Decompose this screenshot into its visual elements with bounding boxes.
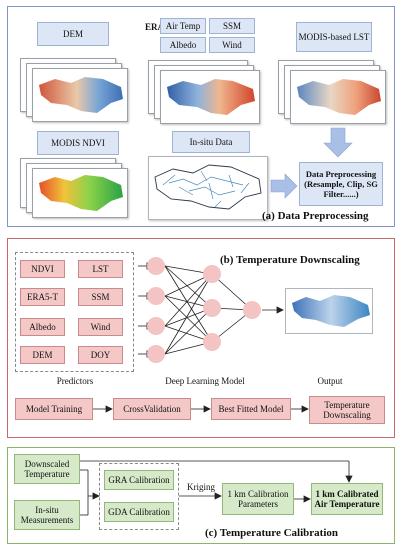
predictors-group <box>15 252 134 372</box>
predictor-label: DOY <box>90 350 111 360</box>
calibration-parameters-label: 1 km Calibration Parameters <box>227 488 289 509</box>
output-map-graphic <box>292 295 370 327</box>
output-map <box>285 288 373 334</box>
predictor-label: ERA5-T <box>27 292 58 302</box>
era5-var-label: Wind <box>222 40 242 50</box>
dem-label: DEM <box>63 29 83 39</box>
model-training-box: Model Training <box>15 398 93 420</box>
predictor-label: Wind <box>90 322 111 332</box>
nn-input-node <box>147 317 165 335</box>
downscaled-temperature-label: Downscaled Temperature <box>24 458 70 479</box>
in-situ-data-box: In-situ Data <box>172 131 250 153</box>
panel-temperature-calibration <box>7 447 395 544</box>
temperature-downscaling-box: Temperature Downscaling <box>309 396 385 424</box>
modis-lst-label: MODIS-based LST <box>298 32 370 42</box>
predictor-era5-t: ERA5-T <box>20 288 65 306</box>
right-arrow-to-preprocessing <box>270 173 298 199</box>
modis-ndvi-label: MODIS NDVI <box>51 138 105 148</box>
predictor-doy: DOY <box>78 346 123 364</box>
panel-data-preprocessing <box>7 6 395 227</box>
era5-air-temp-box: Air Temp <box>160 18 206 34</box>
predictor-label: LST <box>92 264 109 274</box>
era5-map <box>160 70 260 124</box>
in-situ-data-label: In-situ Data <box>189 137 233 147</box>
calibration-methods-group <box>99 463 179 530</box>
era5-var-label: Air Temp <box>165 21 201 31</box>
gda-calibration-box: GDA Calibration <box>104 502 174 522</box>
dem-map <box>32 68 128 122</box>
era5-label: ERA5 <box>145 22 169 33</box>
era5-ssm-box: SSM <box>209 18 255 34</box>
best-fitted-model-box: Best Fitted Model <box>211 398 291 420</box>
nn-input-node <box>147 345 165 363</box>
in-situ-measurements-label: In-situ Measurements <box>20 504 74 525</box>
predictor-label: DEM <box>32 350 53 360</box>
output-label: Output <box>317 376 343 386</box>
era5-var-label: Albedo <box>169 40 197 50</box>
nn-input-node <box>147 287 165 305</box>
predictor-ssm: SSM <box>78 288 123 306</box>
predictor-label: NDVI <box>31 264 54 274</box>
flow-label: Temperature Downscaling <box>323 399 371 420</box>
dem-map-graphic <box>39 77 123 113</box>
calibrated-air-temperature-label: 1 km Calibrated Air Temperature <box>314 488 380 509</box>
flow-label: Best Fitted Model <box>218 404 284 414</box>
predictor-albedo: Albedo <box>20 318 65 336</box>
calibration-parameters-box: 1 km Calibration Parameters <box>222 483 294 515</box>
in-situ-map <box>148 156 268 220</box>
cross-validation-box: CrossValidation <box>113 398 191 420</box>
downscaled-temperature-box: Downscaled Temperature <box>14 454 80 484</box>
ndvi-map <box>32 168 128 218</box>
nn-output-node <box>243 301 261 319</box>
predictor-label: Albedo <box>29 322 56 332</box>
lst-map <box>290 70 386 124</box>
predictor-dem: DEM <box>20 346 65 364</box>
predictor-label: SSM <box>91 292 110 302</box>
nn-hidden-node <box>203 333 221 351</box>
modis-lst-box: MODIS-based LST <box>296 22 372 52</box>
era5-map-graphic <box>167 79 255 115</box>
in-situ-measurements-box: In-situ Measurements <box>14 500 80 530</box>
flow-label: Model Training <box>25 404 83 414</box>
era5-wind-box: Wind <box>209 37 255 53</box>
gra-calibration-label: GRA Calibration <box>108 474 170 485</box>
ndvi-map-graphic <box>39 175 123 211</box>
gra-calibration-box: GRA Calibration <box>104 470 174 490</box>
kriging-label: Kriging <box>187 482 215 492</box>
panel-c-title: (c) Temperature Calibration <box>205 527 339 539</box>
modis-ndvi-box: MODIS NDVI <box>37 131 119 155</box>
data-preprocessing-label: Data Preprocessing (Resample, Clip, SG F… <box>304 168 378 200</box>
predictor-wind: Wind <box>78 318 123 336</box>
era5-text: ERA5 <box>145 22 169 32</box>
era5-albedo-box: Albedo <box>160 37 206 53</box>
calibrated-air-temperature-box: 1 km Calibrated Air Temperature <box>311 483 383 515</box>
dem-box: DEM <box>37 22 109 46</box>
lst-map-graphic <box>297 79 381 115</box>
panel-temperature-downscaling <box>7 238 395 438</box>
data-preprocessing-box: Data Preprocessing (Resample, Clip, SG F… <box>299 162 383 206</box>
nn-hidden-node <box>203 299 221 317</box>
flow-label: CrossValidation <box>123 404 181 414</box>
predictors-label: Predictors <box>56 376 94 386</box>
predictor-lst: LST <box>78 260 123 278</box>
predictor-ndvi: NDVI <box>20 260 65 278</box>
deep-learning-model-label: Deep Learning Model <box>165 376 245 386</box>
panel-a-title: (a) Data Preprocessing <box>262 210 369 222</box>
panel-b-title: (b) Temperature Downscaling <box>220 254 360 266</box>
down-arrow-to-preprocessing <box>323 127 353 158</box>
station-network-graphic <box>154 164 262 210</box>
nn-input-node <box>147 257 165 275</box>
gda-calibration-label: GDA Calibration <box>108 506 170 517</box>
era5-var-label: SSM <box>222 21 241 31</box>
nn-hidden-node <box>203 265 221 283</box>
